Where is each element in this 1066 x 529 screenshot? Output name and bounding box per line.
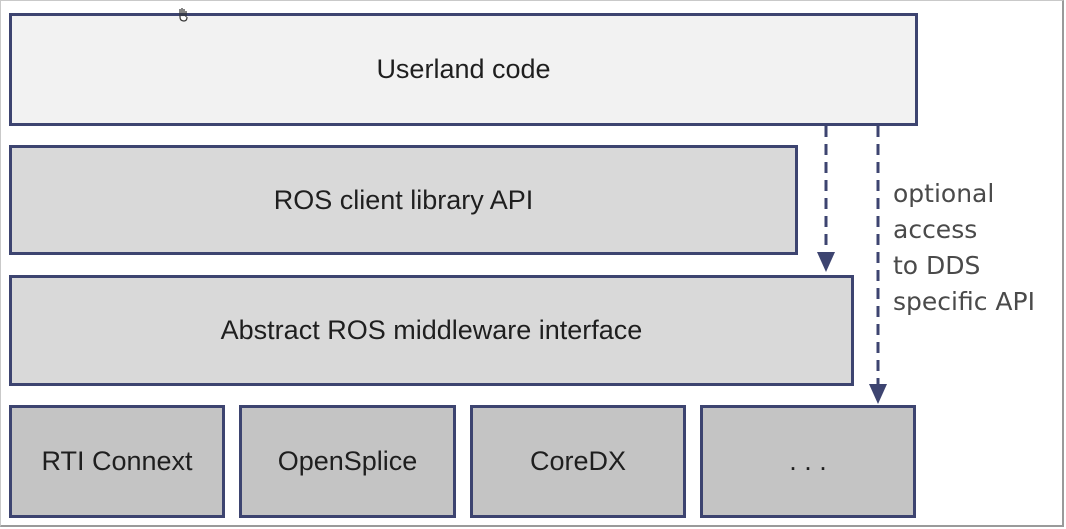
impl-label: OpenSplice <box>277 446 418 476</box>
impl-box-opensplice: OpenSplice <box>239 405 456 518</box>
note-line: specific API <box>893 287 1035 316</box>
mouse-cursor-icon <box>179 8 188 22</box>
dashed-arrow-to-dds-impl <box>869 126 887 404</box>
impl-box-coredx: CoreDX <box>470 405 686 518</box>
note-line: optional <box>893 179 995 208</box>
middleware-interface-label: Abstract ROS middleware interface <box>220 315 643 345</box>
optional-access-note: optional access to DDS specific API <box>893 176 1035 320</box>
ros-client-library-layer: ROS client library API <box>9 145 798 255</box>
impl-box-rti-connext: RTI Connext <box>9 405 225 518</box>
userland-code-label: Userland code <box>376 54 551 84</box>
note-line: to DDS <box>893 251 981 280</box>
impl-label: . . . <box>789 446 827 476</box>
dashed-arrow-to-middleware <box>817 126 835 272</box>
middleware-interface-layer: Abstract ROS middleware interface <box>9 275 854 386</box>
note-line: access <box>893 215 978 244</box>
userland-code-layer: Userland code <box>9 13 918 126</box>
ros-client-library-label: ROS client library API <box>273 184 534 215</box>
impl-box-more: . . . <box>700 405 916 518</box>
impl-label: RTI Connext <box>41 446 193 476</box>
impl-label: CoreDX <box>529 446 627 476</box>
